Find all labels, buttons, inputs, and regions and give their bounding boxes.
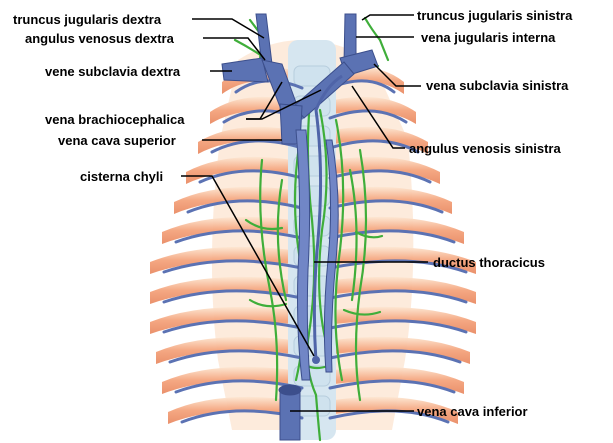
label-angulus-venosis-sinistra: angulus venosis sinistra (409, 141, 561, 156)
intercostal-vein-right (328, 319, 468, 334)
intercostal-vein-right (328, 289, 468, 304)
label-vena-brachiocephalica: vena brachiocephalica (45, 112, 185, 127)
intercostal-vein-left (162, 319, 304, 334)
intercostal-vein-right (328, 109, 408, 124)
cisterna-chyli-node (312, 356, 320, 364)
label-cisterna-chyli: cisterna chyli (80, 169, 164, 184)
leader-lines (181, 14, 428, 412)
inferior-vena-cava (279, 387, 301, 441)
intercostal-vein-right (328, 379, 456, 394)
intercostal-vein-left (198, 169, 304, 184)
label-truncus-jugularis-sinistra: truncus jugularis sinistra (417, 8, 573, 23)
intercostal-vein-left (162, 259, 304, 274)
label-vena-jugularis-interna: vena jugularis interna (421, 30, 556, 45)
intercostal-vein-right (328, 229, 456, 244)
label-vena-cava-superior: vena cava superior (58, 133, 176, 148)
intercostal-vein-right (328, 259, 468, 274)
label-angulus-venosus-dextra: angulus venosus dextra (25, 31, 174, 46)
label-vene-subclavia-dextra: vene subclavia dextra (45, 64, 181, 79)
thoracic-duct (312, 74, 343, 363)
label-truncus-jugularis-dextra: truncus jugularis dextra (13, 12, 162, 27)
hemiazygos-vein (323, 139, 339, 373)
label-ductus-thoracicus: ductus thoracicus (433, 255, 545, 270)
label-vena-subclavia-sinistra: vena subclavia sinistra (426, 78, 569, 93)
azygos-vein (295, 129, 311, 381)
intercostal-vein-left (168, 349, 304, 364)
right-subclavia-vein (221, 57, 269, 83)
intercostal-vein-left (186, 199, 304, 214)
intercostal-vein-left (174, 229, 304, 244)
intercostal-vein-left (210, 139, 304, 154)
major-veins (221, 13, 379, 441)
label-vena-cava-inferior: vena cava inferior (417, 404, 528, 419)
left-brachiocephalic-vein (293, 61, 355, 119)
intercostal-vein-right (328, 349, 462, 364)
